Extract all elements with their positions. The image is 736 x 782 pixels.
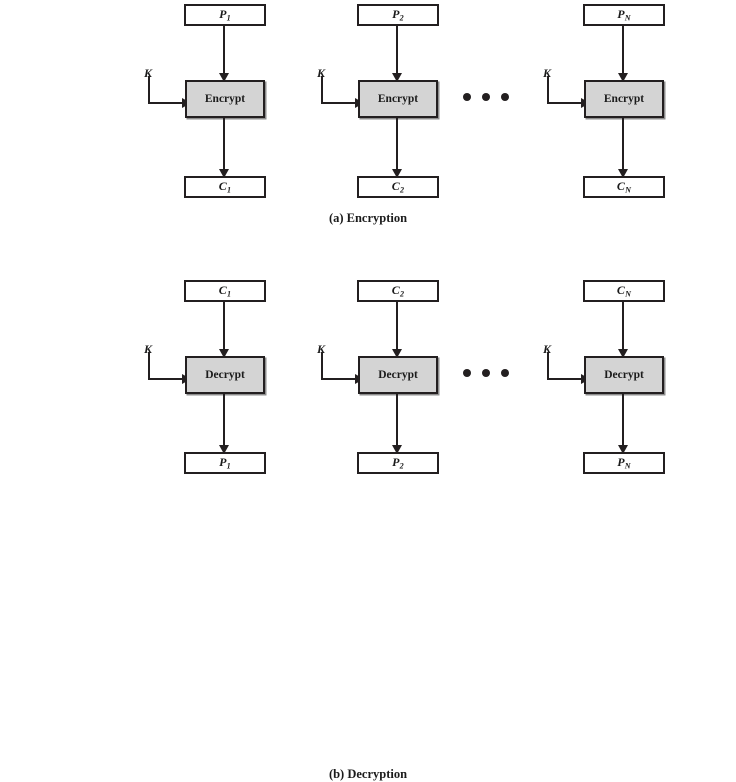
plaintext-output-box-1: P1 xyxy=(184,452,266,474)
encryption-caption: (a) Encryption xyxy=(328,211,408,225)
ellipsis-dot xyxy=(482,369,490,377)
decipher-to-plaintext-arrow-1 xyxy=(219,394,229,454)
decrypt-block-label-n: Decrypt xyxy=(604,369,644,381)
ellipsis-dot xyxy=(501,369,509,377)
ciphertext-input-label-1: C1 xyxy=(218,283,232,299)
key-label-n: K xyxy=(543,66,552,80)
decrypt-key-label-2: K xyxy=(317,342,326,356)
ciphertext-to-decipher-arrow-1 xyxy=(219,302,229,358)
decipher-to-plaintext-arrow-2 xyxy=(392,394,402,454)
encrypt-block-label-2: Encrypt xyxy=(377,93,419,105)
key-arrow-horizontal-2 xyxy=(321,102,357,104)
plaintext-label-1: P1 xyxy=(219,7,231,23)
key-arrow-horizontal-n xyxy=(547,102,583,104)
cipher-to-ciphertext-arrow-1 xyxy=(219,118,229,178)
decrypt-block-label-2: Decrypt xyxy=(378,369,418,381)
encryption-stage-n: PN K Encrypt CN xyxy=(543,0,736,200)
ciphertext-input-label-n: CN xyxy=(616,283,632,299)
plaintext-to-cipher-arrow-2 xyxy=(392,26,402,82)
encrypt-block-1: Encrypt xyxy=(185,80,265,118)
ellipsis-dot xyxy=(463,93,471,101)
ciphertext-label-1: C1 xyxy=(218,179,232,195)
encryption-panel: P1 K Encrypt C1 P2 K xyxy=(0,0,736,240)
ciphertext-label-2: C2 xyxy=(391,179,405,195)
plaintext-to-cipher-arrow-n xyxy=(618,26,628,82)
key-arrow-horizontal-1 xyxy=(148,102,184,104)
ellipsis-dot xyxy=(463,369,471,377)
plaintext-output-label-n: PN xyxy=(617,455,631,471)
decryption-stage-n: CN K Decrypt PN xyxy=(543,276,736,476)
plaintext-label-2: P2 xyxy=(392,7,404,23)
decrypt-key-arrow-vertical-2 xyxy=(321,352,323,380)
plaintext-box-n: PN xyxy=(583,4,665,26)
ciphertext-input-label-2: C2 xyxy=(391,283,405,299)
decryption-ellipsis xyxy=(463,369,509,377)
decrypt-block-1: Decrypt xyxy=(185,356,265,394)
decryption-stage-1: C1 K Decrypt P1 xyxy=(144,276,344,476)
key-label-1: K xyxy=(144,66,153,80)
encrypt-block-label-n: Encrypt xyxy=(603,93,645,105)
encryption-ellipsis xyxy=(463,93,509,101)
ciphertext-box-2: C2 xyxy=(357,176,439,198)
decrypt-block-2: Decrypt xyxy=(358,356,438,394)
decrypt-key-arrow-vertical-1 xyxy=(148,352,150,380)
plaintext-box-2: P2 xyxy=(357,4,439,26)
decrypt-key-arrow-horizontal-1 xyxy=(148,378,184,380)
ciphertext-label-n: CN xyxy=(616,179,632,195)
plaintext-output-label-1: P1 xyxy=(219,455,231,471)
plaintext-label-n: PN xyxy=(617,7,631,23)
ciphertext-input-box-2: C2 xyxy=(357,280,439,302)
decrypt-key-arrow-horizontal-2 xyxy=(321,378,357,380)
plaintext-output-box-n: PN xyxy=(583,452,665,474)
plaintext-box-1: P1 xyxy=(184,4,266,26)
ciphertext-to-decipher-arrow-2 xyxy=(392,302,402,358)
plaintext-output-label-2: P2 xyxy=(392,455,404,471)
key-label-2: K xyxy=(317,66,326,80)
decrypt-key-label-n: K xyxy=(543,342,552,356)
decrypt-key-arrow-horizontal-n xyxy=(547,378,583,380)
ellipsis-dot xyxy=(501,93,509,101)
decrypt-key-arrow-vertical-n xyxy=(547,352,549,380)
plaintext-output-box-2: P2 xyxy=(357,452,439,474)
cipher-to-ciphertext-arrow-n xyxy=(618,118,628,178)
key-arrow-vertical-2 xyxy=(321,76,323,104)
ciphertext-input-box-n: CN xyxy=(583,280,665,302)
decrypt-block-label-1: Decrypt xyxy=(205,369,245,381)
encrypt-block-n: Encrypt xyxy=(584,80,664,118)
ciphertext-input-box-1: C1 xyxy=(184,280,266,302)
ciphertext-box-n: CN xyxy=(583,176,665,198)
decryption-stage-2: C2 K Decrypt P2 xyxy=(317,276,517,476)
ciphertext-box-1: C1 xyxy=(184,176,266,198)
decryption-panel: C1 K Decrypt P1 C2 K xyxy=(0,276,736,781)
cipher-to-ciphertext-arrow-2 xyxy=(392,118,402,178)
key-arrow-vertical-n xyxy=(547,76,549,104)
ciphertext-to-decipher-arrow-n xyxy=(618,302,628,358)
encryption-stage-1: P1 K Encrypt C1 xyxy=(144,0,344,200)
decryption-caption: (b) Decryption xyxy=(328,767,408,781)
encrypt-block-2: Encrypt xyxy=(358,80,438,118)
encrypt-block-label-1: Encrypt xyxy=(204,93,246,105)
key-arrow-vertical-1 xyxy=(148,76,150,104)
decrypt-key-label-1: K xyxy=(144,342,153,356)
ellipsis-dot xyxy=(482,93,490,101)
encryption-stage-2: P2 K Encrypt C2 xyxy=(317,0,517,200)
decipher-to-plaintext-arrow-n xyxy=(618,394,628,454)
decrypt-block-n: Decrypt xyxy=(584,356,664,394)
plaintext-to-cipher-arrow-1 xyxy=(219,26,229,82)
